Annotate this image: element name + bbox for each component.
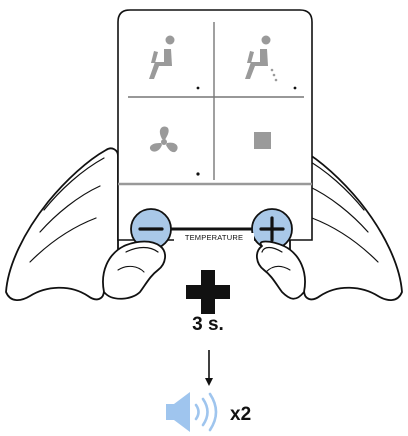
right-thumb xyxy=(256,240,306,300)
remote-control xyxy=(117,9,313,241)
seat-occupant-dotted-icon[interactable] xyxy=(245,35,297,90)
minus-button[interactable] xyxy=(130,208,172,250)
left-thumb xyxy=(102,240,166,300)
plus-button[interactable] xyxy=(251,208,293,250)
repeat-label: x2 xyxy=(230,404,252,425)
plus-instruction-icon xyxy=(186,270,230,314)
duration-label: 3 s. xyxy=(192,314,224,335)
stop-square-icon[interactable] xyxy=(254,132,271,149)
temperature-label: TEMPERATURE xyxy=(174,233,254,242)
arrow-down-icon xyxy=(205,350,213,386)
seat-occupant-icon[interactable] xyxy=(149,35,200,90)
left-hand xyxy=(5,147,119,301)
speaker-beep-icon xyxy=(166,392,218,432)
fan-icon[interactable] xyxy=(149,126,200,176)
